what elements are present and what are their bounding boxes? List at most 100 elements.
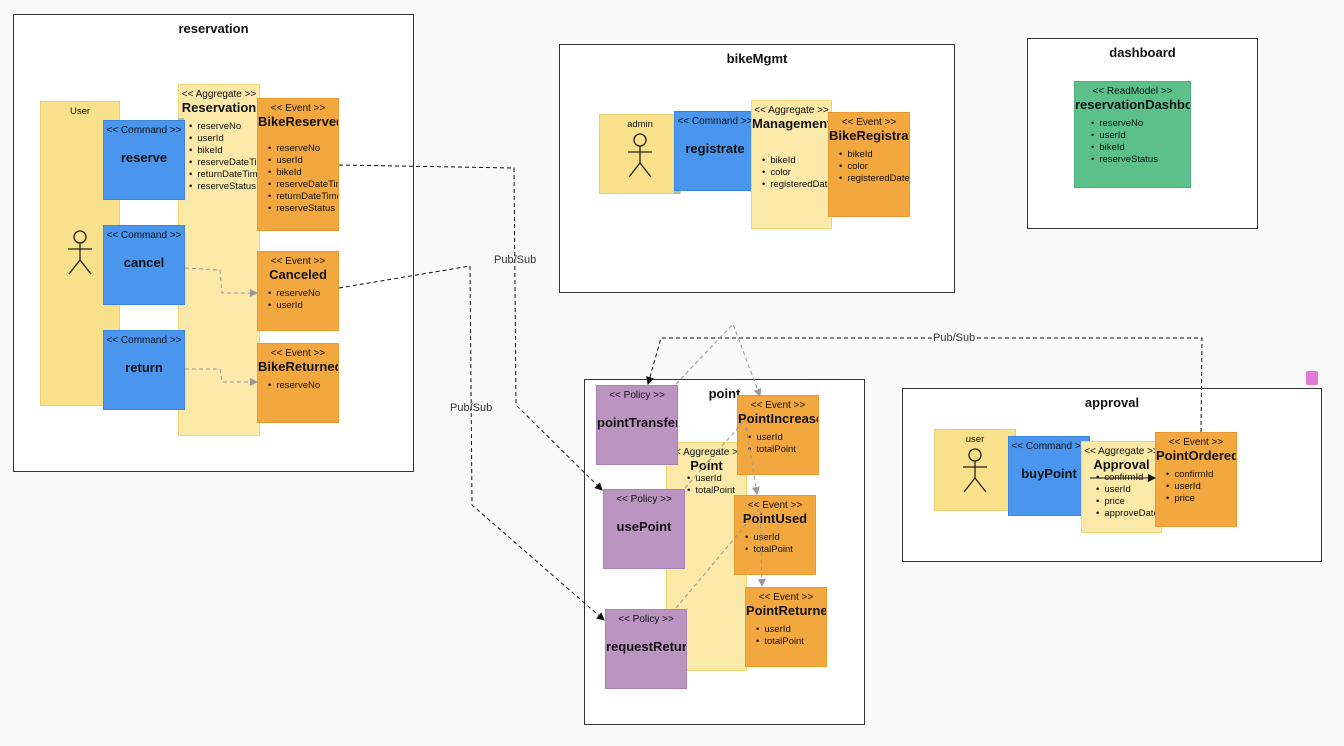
field: returnDateTime [189,169,259,181]
aggregate-reservation[interactable]: << Aggregate >> Reservation reserveNo us… [178,84,260,436]
edge-cancel-canceled [184,267,258,297]
actor-label: user [965,434,985,445]
readmodel-fields: reserveNo userId bikeId reserveStatus [1075,118,1190,166]
field: userId [268,155,338,167]
field: reserveNo [1091,118,1190,130]
lock-icon[interactable] [1306,371,1318,385]
command-reserve[interactable]: << Command >> reserve [103,120,185,200]
stereotype-label: << ReadModel >> [1092,86,1173,97]
stereotype-label: << Event >> [758,592,814,603]
command-cancel[interactable]: << Command >> cancel [103,225,185,305]
event-fields: confirmId userId price [1156,469,1236,505]
command-name: registrate [685,141,745,156]
event-fields: reserveNo [258,380,338,392]
edge-return-returned [185,368,258,386]
aggregate-name: Approval [1093,457,1150,472]
bc-title: reservation [178,21,249,36]
stereotype-label: << Command >> [106,230,182,241]
field: reserveStatus [268,203,338,215]
field: userId [756,624,826,636]
policy-name: pointTransfer [597,415,678,430]
bc-title: dashboard [1109,45,1176,60]
event-bikereturned[interactable]: << Event >> BikeReturned reserveNo [257,343,339,423]
event-pointused[interactable]: << Event >> PointUsed userId totalPoint [734,495,816,575]
actor-user[interactable]: user [934,429,1016,511]
stereotype-label: << Event >> [841,117,897,128]
field: userId [748,432,818,444]
field: returnDateTime [268,191,338,203]
stereotype-label: << Event >> [747,500,803,511]
event-name: PointOrdered [1156,448,1237,463]
field: price [1166,493,1236,505]
readmodel-reservationdashboard[interactable]: << ReadModel >> reservationDashboard res… [1074,81,1191,188]
command-registrate[interactable]: << Command >> registrate [674,111,756,191]
edge-bikereserved-usepoint [338,164,603,491]
event-pointreturned[interactable]: << Event >> PointReturned userId totalPo… [745,587,827,667]
aggregate-name: Management [752,116,832,131]
policy-requestreturn[interactable]: << Policy >> requestReturn [605,609,687,689]
command-return[interactable]: << Command >> return [103,330,185,410]
field: color [762,167,831,179]
bc-title: bikeMgmt [726,51,788,66]
policy-usepoint[interactable]: << Policy >> usePoint [603,489,685,569]
edge-canceled-requestreturn [338,265,605,621]
actor-admin[interactable]: admin [599,114,681,194]
bc-title: point [708,386,741,401]
field: confirmId [1166,469,1236,481]
field: bikeId [839,149,909,161]
event-name: PointIncreased [738,411,818,426]
edge-pointordered-pointtransfer [646,337,1203,433]
event-fields: userId totalPoint [735,532,815,556]
event-fields: reserveNo userId [258,288,338,312]
field: color [839,161,909,173]
event-name: Canceled [269,267,327,282]
policy-name: requestReturn [606,639,687,654]
aggregate-name: Reservation [181,100,257,115]
field: price [1096,496,1161,508]
field: bikeId [762,155,831,167]
field: reserveDateTime [189,157,259,169]
command-name: reserve [120,150,168,165]
actor-label: admin [627,119,653,130]
stereotype-label: << Command >> [106,125,182,136]
edge-label-pubsub: Pub/Sub [933,332,976,344]
edge-label-pubsub: Pub/Sub [494,254,537,266]
field: bikeId [268,167,338,179]
command-buypoint[interactable]: << Command >> buyPoint [1008,436,1090,516]
edge-point-pointreturned [675,506,766,609]
field: bikeId [189,145,259,157]
bc-title: approval [1084,395,1140,410]
stereotype-label: << Command >> [106,335,182,346]
field: userId [189,133,259,145]
event-pointordered[interactable]: << Event >> PointOrdered confirmId userI… [1155,432,1237,527]
event-bikereserved[interactable]: << Event >> BikeReserved reserveNo userI… [257,98,339,231]
event-name: PointReturned [746,603,827,618]
event-pointincreased[interactable]: << Event >> PointIncreased userId totalP… [737,395,819,475]
command-name: cancel [123,255,165,270]
person-icon [963,448,987,493]
aggregate-fields: reserveNo userId bikeId reserveDateTime … [179,121,259,193]
aggregate-management[interactable]: << Aggregate >> Management bikeId color … [751,100,832,229]
aggregate-name: Point [690,458,723,473]
field: registeredDate [762,179,831,191]
stereotype-label: << Event >> [270,256,326,267]
field: totalPoint [748,444,818,456]
aggregate-fields: userId totalPoint [667,473,746,497]
field: reserveStatus [1091,154,1190,166]
event-name: PointUsed [742,511,808,526]
field: reserveNo [189,121,259,133]
field: reserveNo [268,288,338,300]
command-name: buyPoint [1021,466,1077,481]
event-fields: reserveNo userId bikeId reserveDateTime … [258,143,338,215]
stereotype-label: << Event >> [270,103,326,114]
field: userId [1166,481,1236,493]
command-name: return [125,360,163,375]
person-icon [628,133,652,178]
event-bikeregistrated[interactable]: << Event >> BikeRegistrated bikeId color… [828,112,910,217]
stereotype-label: << Event >> [270,348,326,359]
stereotype-label: << Event >> [750,400,806,411]
policy-pointtransfer[interactable]: << Policy >> pointTransfer [596,385,678,465]
stereotype-label: << Command >> [1011,441,1087,452]
stereotype-label: << Policy >> [616,494,672,505]
event-fields: userId totalPoint [746,624,826,648]
